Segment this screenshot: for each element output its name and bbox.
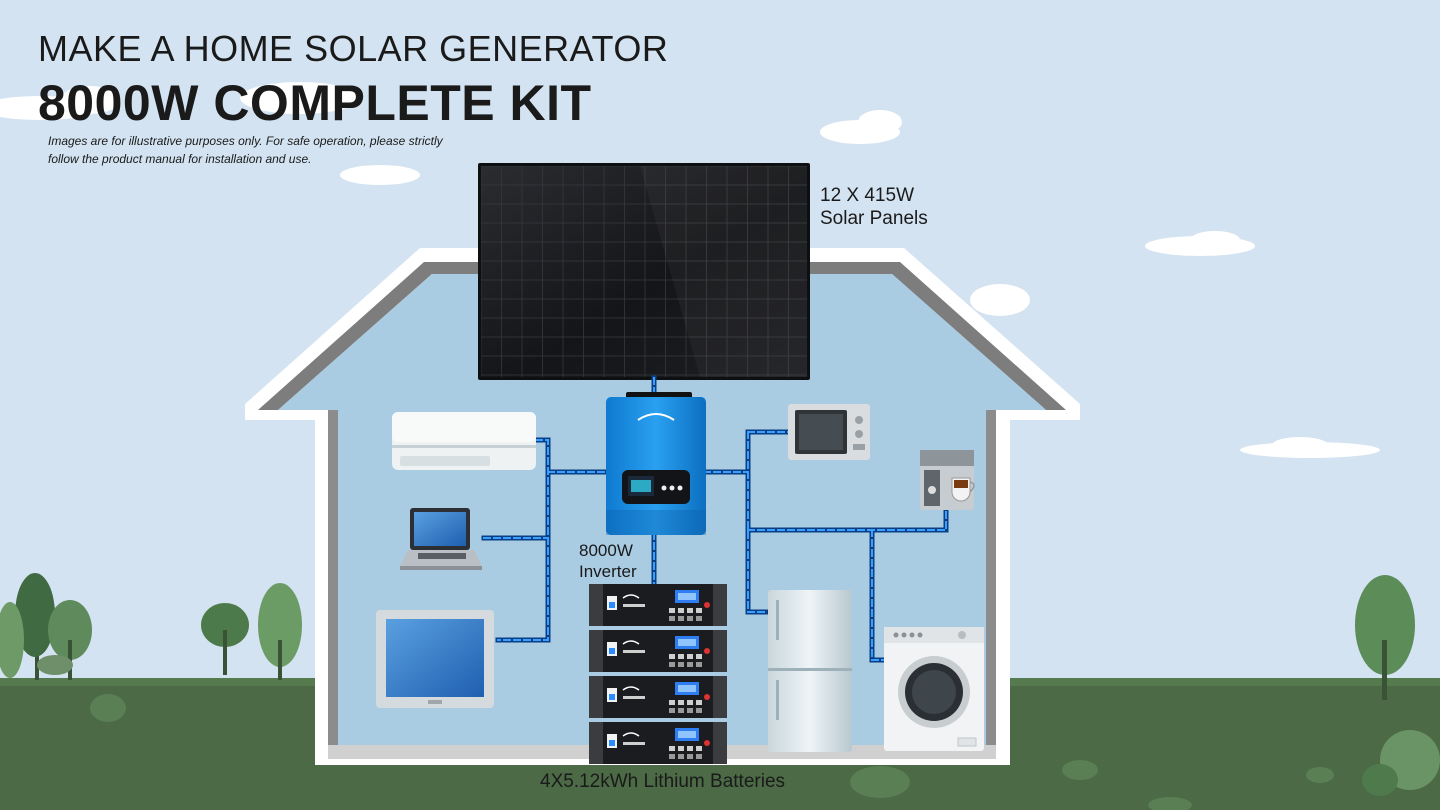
disclaimer: Images are for illustrative purposes onl… bbox=[48, 132, 488, 168]
page-title-line2: 8000W COMPLETE KIT bbox=[38, 75, 592, 131]
battery-module bbox=[589, 630, 727, 672]
inverter-label: 8000W Inverter bbox=[579, 540, 637, 582]
disclaimer-line2: follow the product manual for installati… bbox=[48, 152, 312, 166]
battery-module bbox=[589, 676, 727, 718]
batteries-label: 4X5.12kWh Lithium Batteries bbox=[540, 771, 786, 792]
trees-left bbox=[0, 573, 302, 722]
disclaimer-line1: Images are for illustrative purposes onl… bbox=[48, 134, 443, 148]
solar-panels-label-line2: Solar Panels bbox=[820, 208, 928, 229]
solar-panel bbox=[478, 163, 810, 380]
solar-panels-label: 12 X 415W Solar Panels bbox=[820, 184, 928, 230]
wiring bbox=[481, 375, 949, 663]
battery-module bbox=[589, 722, 727, 764]
monitor bbox=[376, 610, 494, 708]
air-conditioner bbox=[392, 412, 536, 470]
refrigerator bbox=[768, 590, 852, 752]
tree-right bbox=[1355, 575, 1440, 796]
laptop bbox=[400, 508, 482, 570]
inverter-label-line2: Inverter bbox=[579, 562, 637, 581]
bushes bbox=[850, 760, 1334, 810]
microwave bbox=[788, 404, 870, 460]
clouds bbox=[0, 82, 1380, 458]
battery-module bbox=[589, 584, 727, 626]
coffee-maker bbox=[920, 450, 975, 510]
page-title-line1: MAKE A HOME SOLAR GENERATOR bbox=[38, 28, 669, 69]
inverter-label-line1: 8000W bbox=[579, 541, 633, 560]
solar-panels-label-line1: 12 X 415W bbox=[820, 185, 914, 206]
inverter bbox=[606, 392, 706, 535]
battery-stack bbox=[589, 584, 727, 764]
washing-machine bbox=[884, 627, 984, 751]
